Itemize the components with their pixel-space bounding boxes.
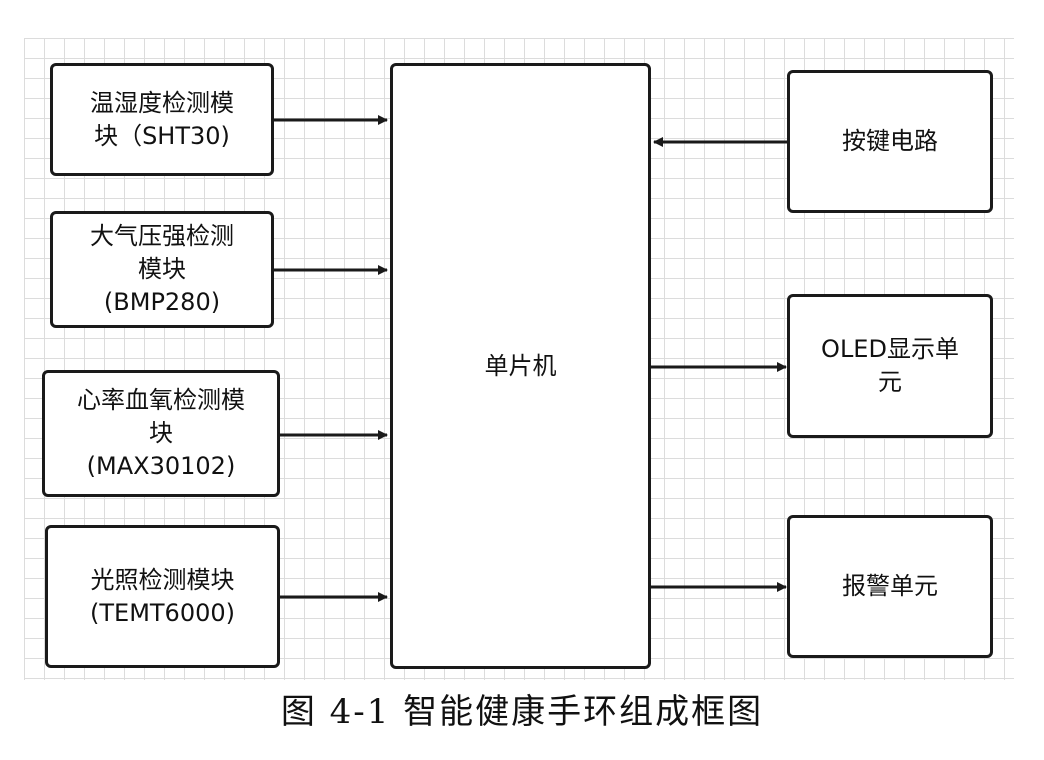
keys-block: 按键电路 — [787, 70, 993, 213]
mcu-label: 单片机 — [484, 351, 557, 380]
oled-block: OLED显示单 元 — [787, 294, 993, 438]
keys-label: 按键电路 — [842, 127, 938, 155]
alarm-block: 报警单元 — [787, 515, 993, 658]
pressure-label: 大气压强检测 模块 (BMP280) — [90, 222, 234, 316]
alarm-label: 报警单元 — [842, 572, 938, 600]
temp-humidity-label: 温湿度检测模 块（SHT30) — [90, 88, 234, 150]
temp-humidity-block: 温湿度检测模 块（SHT30) — [50, 63, 274, 176]
pressure-block: 大气压强检测 模块 (BMP280) — [50, 211, 274, 328]
light-block: 光照检测模块 (TEMT6000) — [45, 525, 280, 668]
oled-label: OLED显示单 元 — [821, 335, 959, 396]
figure-caption: 图 4-1 智能健康手环组成框图 — [280, 692, 764, 732]
heart-oxygen-block: 心率血氧检测模 块 (MAX30102) — [42, 370, 280, 497]
heart-oxygen-label: 心率血氧检测模 块 (MAX30102) — [77, 386, 245, 480]
mcu-block: 单片机 — [390, 63, 651, 669]
light-label: 光照检测模块 (TEMT6000) — [90, 565, 235, 627]
